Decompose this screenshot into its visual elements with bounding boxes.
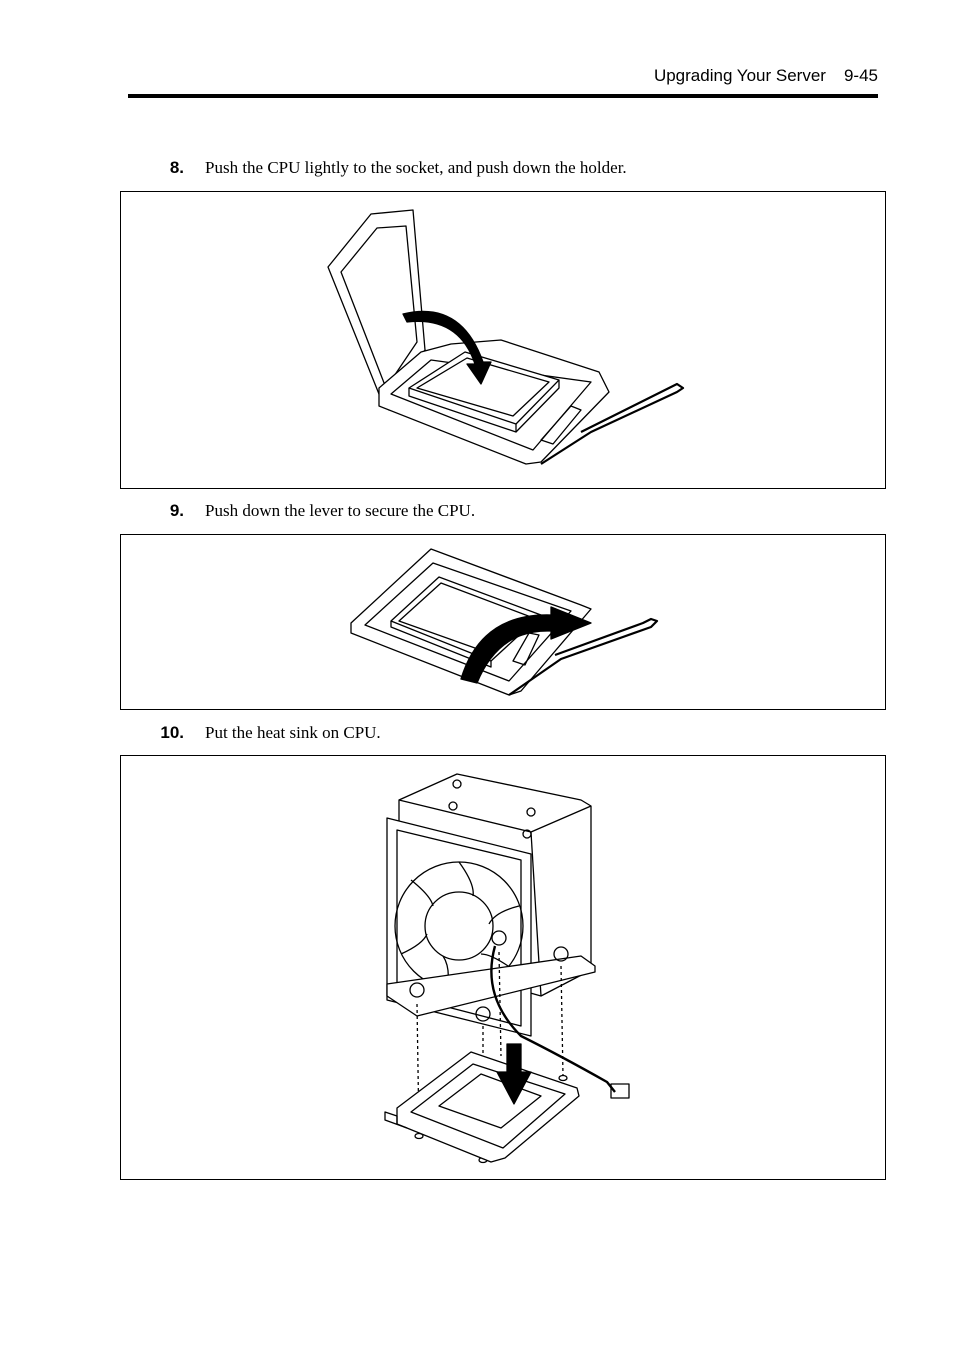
step-10: 10. Put the heat sink on CPU. bbox=[120, 721, 886, 745]
step-number: 8. bbox=[169, 158, 184, 177]
figure-heatsink bbox=[120, 755, 886, 1180]
figure-cpu-holder bbox=[120, 191, 886, 489]
step-instruction: Push the CPU lightly to the socket, and … bbox=[205, 158, 627, 177]
step-9: 9. Push down the lever to secure the CPU… bbox=[120, 499, 886, 523]
page-number: 9-45 bbox=[843, 66, 878, 85]
page-header: Upgrading Your Server 9-45 bbox=[128, 64, 878, 100]
step-8: 8. Push the CPU lightly to the socket, a… bbox=[120, 156, 886, 180]
step-instruction: Put the heat sink on CPU. bbox=[205, 723, 381, 742]
figure-lever bbox=[120, 534, 886, 710]
step-number: 9. bbox=[169, 501, 184, 520]
section-title: Upgrading Your Server bbox=[653, 66, 826, 85]
header-rule bbox=[128, 94, 878, 98]
step-number: 10. bbox=[160, 723, 184, 742]
step-instruction: Push down the lever to secure the CPU. bbox=[205, 501, 476, 520]
